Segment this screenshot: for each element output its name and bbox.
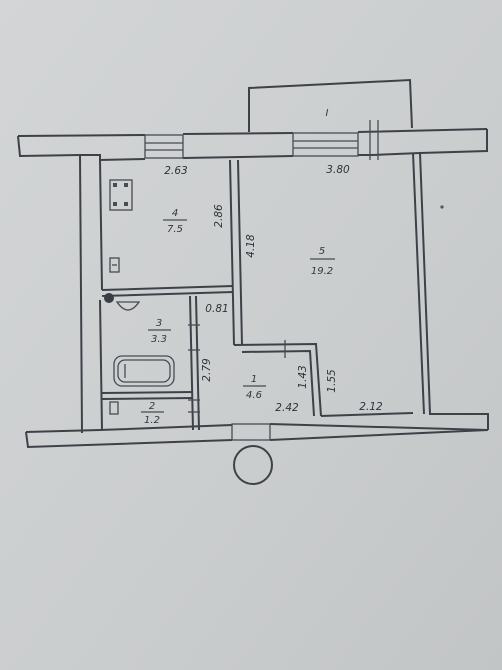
room-4-label: 4 7.5 (163, 208, 187, 235)
stray-mark (440, 205, 444, 209)
right-exterior-wall (412, 152, 489, 430)
room-3-number: 3 (156, 318, 162, 329)
room-1-label: 1 4.6 (243, 374, 266, 401)
entrance-circle (233, 445, 273, 485)
top-exterior-wall (17, 120, 488, 162)
room-2-number: 2 (149, 401, 155, 412)
room-2-area: 1.2 (144, 415, 160, 426)
riser-icon (104, 293, 114, 303)
washbasin-icon (115, 301, 141, 311)
dim-room-depth: 4.18 (245, 234, 257, 258)
dim-kitchen-width: 2.63 (164, 165, 187, 177)
room-1-number: 1 (251, 374, 257, 385)
room-1-area: 4.6 (246, 390, 262, 401)
balcony-outline (248, 78, 413, 132)
room-5-number: 5 (319, 246, 325, 257)
left-exterior-wall (79, 154, 103, 434)
room-4-area: 7.5 (167, 224, 183, 235)
dim-bath-depth: 2.79 (201, 358, 213, 382)
room-2-label: 2 1.2 (141, 401, 164, 426)
interior-walls (101, 159, 414, 431)
bottom-exterior-wall (25, 423, 489, 449)
room-3-area: 3.3 (151, 334, 167, 345)
room-5-area: 19.2 (311, 266, 333, 277)
dim-room-notch: 1.55 (326, 369, 338, 393)
dim-bath-gap: 0.81 (205, 303, 228, 315)
dim-room-bottom: 2.12 (359, 401, 383, 413)
room-5-label: 5 19.2 (310, 246, 335, 277)
stove-icon (109, 179, 133, 211)
dim-room-width: 3.80 (326, 164, 350, 176)
balcony-label: I (326, 108, 329, 119)
kitchen-sink-icon (109, 257, 120, 273)
toilet-icon (109, 401, 119, 415)
bathtub-icon (113, 355, 175, 387)
dim-hall-width: 2.42 (275, 402, 299, 414)
dim-kitchen-depth: 2.86 (213, 204, 225, 228)
room-3-label: 3 3.3 (148, 318, 171, 345)
room-4-number: 4 (172, 208, 178, 219)
dim-hall-side: 1.43 (297, 365, 309, 388)
